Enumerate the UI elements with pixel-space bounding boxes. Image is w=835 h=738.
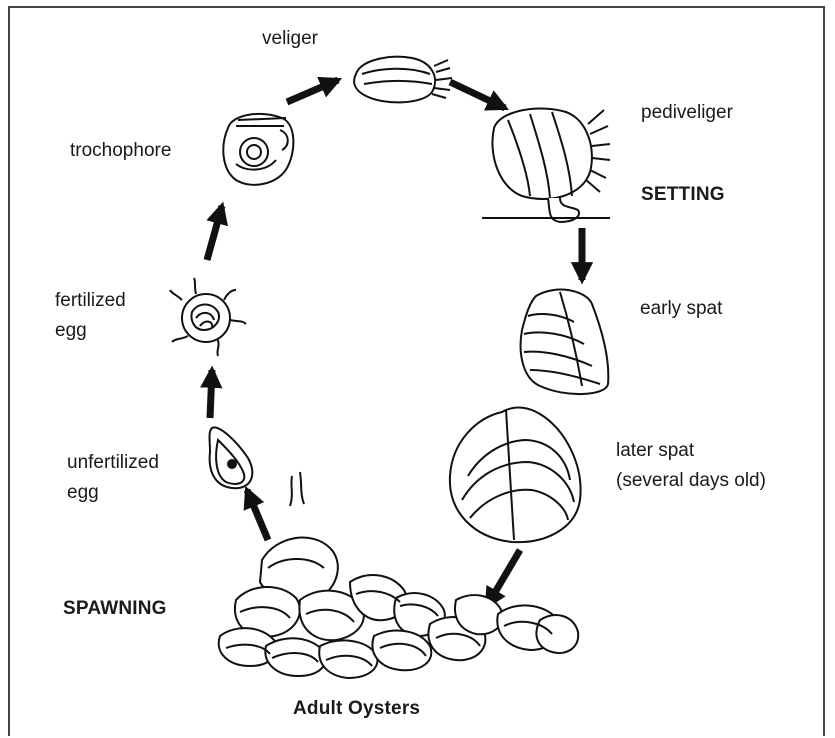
adult-oysters-illustration [219,538,578,678]
arrow-spawning-to-unfertilized [247,490,268,540]
label-early-spat: early spat [640,296,722,322]
label-later-spat-line2: (several days old) [616,468,766,494]
label-pediveliger: pediveliger [641,100,733,126]
label-adult-oysters: Adult Oysters [293,696,420,722]
pediveliger-illustration [482,109,610,222]
label-trochophore: trochophore [70,138,171,164]
label-unfertilized-egg-line1: unfertilized [67,450,159,476]
veliger-illustration [354,57,452,103]
label-setting: SETTING [641,182,725,208]
unfertilized-egg-illustration [210,427,305,506]
fertilized-egg-illustration [170,278,246,356]
arrow-veliger-to-pediveliger [450,82,505,108]
arrow-fertilized-to-trochophore [207,206,222,260]
label-fertilized-egg-line1: fertilized [55,288,126,314]
label-fertilized-egg-line2: egg [55,318,87,344]
early-spat-illustration [521,290,609,394]
arrow-trochophore-to-veliger [287,80,338,102]
arrow-later-spat-to-adults [487,550,520,606]
label-later-spat-line1: later spat [616,438,694,464]
trochophore-illustration [223,114,293,185]
label-veliger: veliger [262,26,318,52]
label-spawning: SPAWNING [63,596,167,622]
later-spat-illustration [450,408,581,543]
label-unfertilized-egg-line2: egg [67,480,99,506]
arrow-unfertilized-to-fertilized [210,370,212,418]
